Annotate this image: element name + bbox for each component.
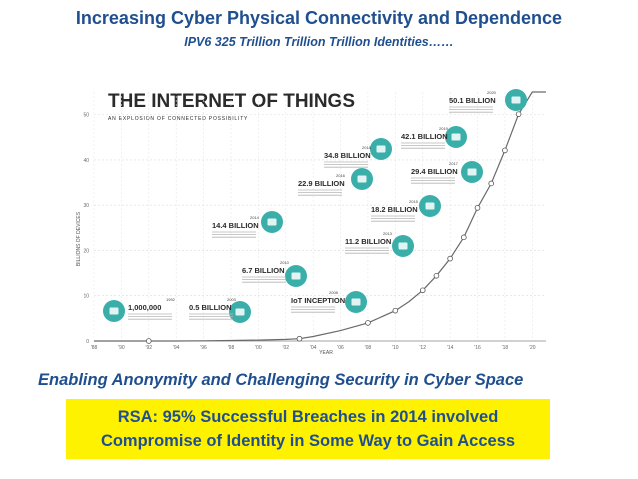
y-tick-label: 0 <box>86 339 89 345</box>
x-tick-label: '00 <box>255 345 262 351</box>
fridge-icon-glyph <box>451 133 461 141</box>
annotation-label: 34.8 BILLION <box>324 151 371 160</box>
annotation-label: 14.4 BILLION <box>212 221 259 230</box>
annotation-year: 2003 <box>227 297 237 302</box>
annotation-year: 2013 <box>383 231 393 236</box>
annotation-label: IoT INCEPTION <box>291 296 345 305</box>
x-tick-label: '16 <box>474 345 481 351</box>
annotation-year: 1992 <box>166 297 176 302</box>
smartphone-icon-glyph <box>291 272 301 280</box>
laptop-icon-glyph <box>109 307 119 315</box>
data-point <box>145 338 152 344</box>
rsa-line-2: Compromise of Identity in Some Way to Ga… <box>100 432 516 450</box>
x-tick-label: '02 <box>282 345 289 351</box>
tick-group: 0 10 20 30 40 50 '88 '90 '92 '94 '96 '98 '00 '02 '04 '0… <box>83 113 535 351</box>
router-icon-glyph <box>398 242 408 250</box>
slide-subtitle: IPV6 325 Trillion Trillion Trillion Iden… <box>184 35 454 49</box>
y-tick-label: 40 <box>83 158 89 164</box>
annotation-label: 50.1 BILLION <box>449 96 496 105</box>
grid-group <box>93 92 546 342</box>
x-tick-label: '10 <box>392 345 399 351</box>
x-tick-label: '06 <box>337 345 344 351</box>
data-point <box>502 147 508 154</box>
y-axis-label: BILLIONS OF DEVICES <box>76 211 82 266</box>
x-tick-label: '90 <box>118 345 125 351</box>
x-tick-label: '94 <box>173 345 180 351</box>
lightbulb-icon-glyph <box>351 298 361 306</box>
x-tick-label: '92 <box>146 345 153 351</box>
x-tick-label: '18 <box>502 345 509 351</box>
annotation-label: 22.9 BILLION <box>298 179 345 188</box>
annotation-year: 2018 <box>362 145 372 150</box>
data-point <box>296 335 303 342</box>
annotation-label: 11.2 BILLION <box>345 237 391 246</box>
slide-title: Increasing Cyber Physical Connectivity a… <box>75 8 563 28</box>
infographic-tagline: AN EXPLOSION OF CONNECTED POSSIBILITY <box>108 116 248 122</box>
annotation-year: 2020 <box>487 90 497 95</box>
traffic-light-icon-glyph <box>357 175 367 183</box>
x-tick-label: '88 <box>91 345 98 351</box>
x-tick-label: '08 <box>365 345 372 351</box>
annotation-year: 2010 <box>280 260 290 265</box>
x-tick-label: '12 <box>419 345 426 351</box>
y-tick-label: 50 <box>83 113 89 119</box>
annotation-label: 1,000,000 <box>128 303 161 312</box>
y-tick-label: 20 <box>83 248 89 254</box>
x-tick-label: '98 <box>228 345 235 351</box>
iot-chart: THE INTERNET OF THINGS AN EXPLOSION OF C… <box>68 64 558 359</box>
data-point <box>433 273 440 279</box>
annotation-year: 2016 <box>336 173 346 178</box>
annotation-label: 29.4 BILLION <box>411 167 458 176</box>
printer-icon-glyph <box>467 168 477 176</box>
door-lock-icon-glyph <box>511 96 521 104</box>
wind-turbine-icon-glyph <box>267 218 277 226</box>
computer-icon-glyph <box>235 308 245 316</box>
annotation-year: 2014 <box>250 215 260 220</box>
data-point <box>461 234 467 241</box>
points-group <box>145 111 522 344</box>
data-point <box>365 320 371 326</box>
series-line <box>94 91 546 342</box>
x-tick-label: '04 <box>310 345 317 351</box>
thermostat-icon-glyph <box>425 202 435 210</box>
data-point <box>515 111 522 117</box>
data-point <box>474 205 481 211</box>
rsa-line-1: RSA: 95% Successful Breaches in 2014 inv… <box>117 408 499 426</box>
annotation-year: 2017 <box>449 161 459 166</box>
annotation-year: 2015 <box>409 199 419 204</box>
data-point <box>447 255 453 262</box>
rsa-callout-box: RSA: 95% Successful Breaches in 2014 inv… <box>66 399 550 459</box>
annotation-label: 0.5 BILLION <box>189 303 232 312</box>
data-point <box>419 287 426 294</box>
tv-icon-glyph <box>376 145 386 153</box>
data-point <box>488 180 495 187</box>
x-tick-label: '20 <box>529 345 536 351</box>
annotation-year: 2019 <box>439 126 449 131</box>
annotation-label: 6.7 BILLION <box>242 266 285 275</box>
y-tick-label: 30 <box>83 203 89 209</box>
annotation-label: 42.1 BILLION <box>401 132 448 141</box>
enabling-text: Enabling Anonymity and Challenging Secur… <box>38 371 524 389</box>
y-tick-label: 10 <box>83 294 89 300</box>
infographic-heading: THE INTERNET OF THINGS <box>108 91 355 112</box>
annotation-year: 2008 <box>329 290 339 295</box>
x-tick-label: '96 <box>200 345 207 351</box>
x-tick-label: '14 <box>447 345 454 351</box>
annotation-label: 18.2 BILLION <box>371 205 418 214</box>
data-point <box>392 307 399 314</box>
x-axis-label: YEAR <box>319 350 333 356</box>
